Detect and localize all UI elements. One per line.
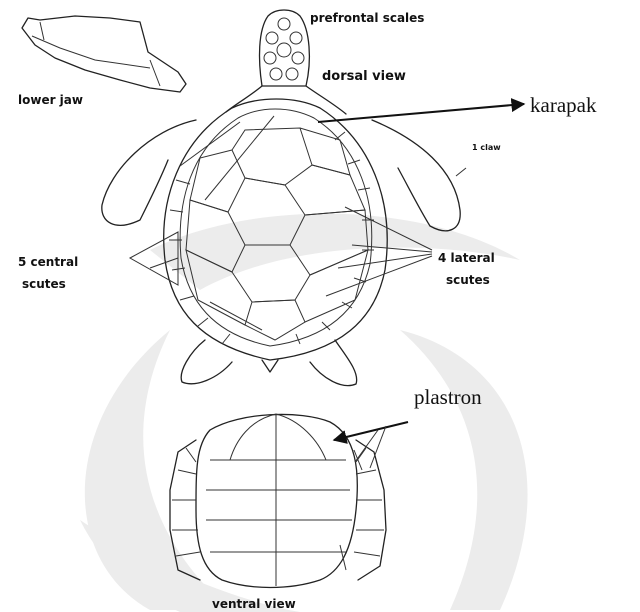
karapak-arrow [318, 104, 524, 122]
lower-jaw-drawing [22, 16, 186, 92]
karapak-label: karapak [530, 93, 597, 117]
claw-label: 1 claw [472, 143, 501, 152]
plastron-arrow [334, 422, 408, 440]
lower-jaw-label: lower jaw [18, 93, 83, 107]
ventral-view-label: ventral view [212, 597, 296, 611]
lateral-scutes-label-line1: 4 lateral [438, 251, 495, 265]
central-pointer-2 [180, 122, 240, 166]
central-pointer-4 [210, 302, 262, 330]
front-flippers [102, 120, 466, 231]
plastron-pointer-b [370, 426, 386, 468]
turtle-head [226, 10, 346, 114]
central-pointer-1 [205, 116, 274, 200]
central-scutes-label-line1: 5 central [18, 255, 78, 269]
prefrontal-label: prefrontal scales [310, 11, 424, 25]
plastron-label: plastron [414, 385, 482, 409]
dorsal-view-label: dorsal view [322, 69, 406, 84]
lateral-scutes-label-line2: scutes [446, 273, 490, 287]
central-scutes-label-line2: scutes [22, 277, 66, 291]
rear-flippers [181, 340, 356, 386]
plastron-drawing [170, 414, 386, 588]
